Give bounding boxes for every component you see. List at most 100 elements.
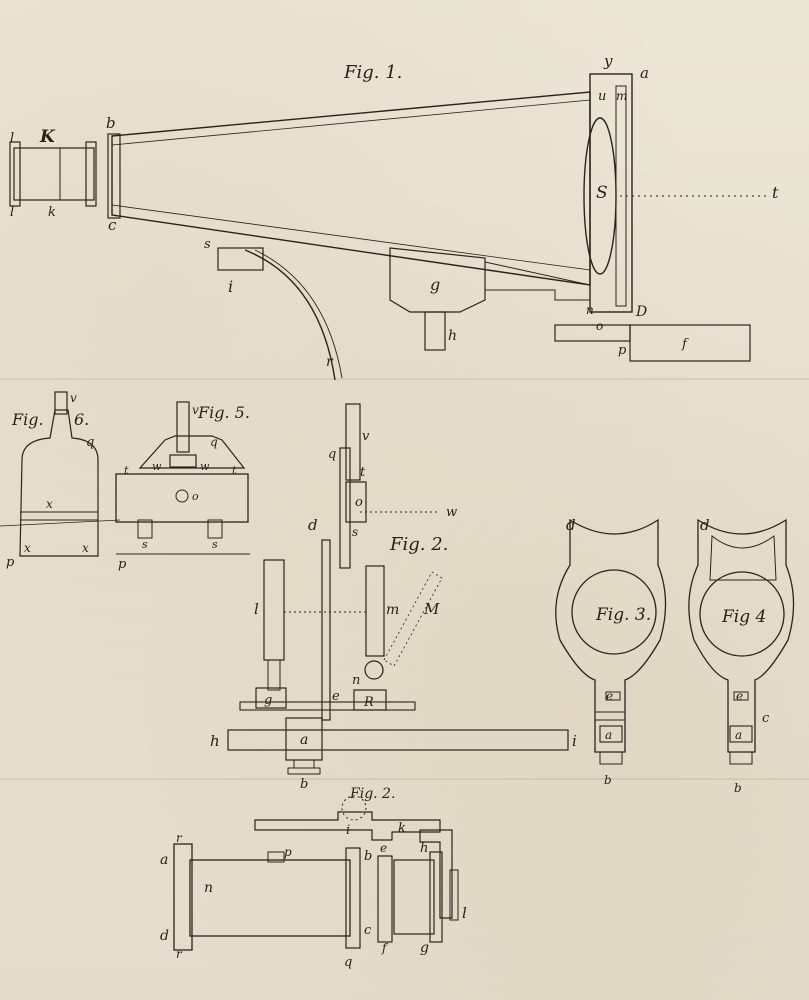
- fig2-label-h: h: [210, 732, 220, 750]
- fig2-label-n: n: [352, 673, 360, 688]
- fig5-label-t: t: [124, 464, 129, 477]
- fold-line-horizontal-lower: [0, 778, 809, 780]
- fig2-label-b: b: [300, 777, 308, 792]
- fig5-label-o: o: [192, 490, 199, 503]
- fig2-lower-label-i: i: [346, 823, 350, 838]
- fig1-label-D: D: [635, 304, 647, 320]
- fig2-lower-label-p: p: [284, 845, 292, 859]
- figure-3: Fig. 3. d e a b: [555, 516, 667, 787]
- fig2-lower-label-b: b: [364, 849, 372, 864]
- fig2-label-M: M: [423, 600, 440, 618]
- fig3-label-b: b: [604, 773, 612, 787]
- fig5-label-q: q: [210, 435, 218, 449]
- fig1-eyepiece: [9, 141, 97, 207]
- fig2-label-o: o: [355, 495, 363, 510]
- fig1-label-c: c: [108, 216, 117, 234]
- fig2-label-a: a: [300, 732, 308, 748]
- fig4-label-e: e: [736, 689, 743, 703]
- fig5-label-t-right: t: [232, 464, 237, 477]
- fig6-caption: Fig.: [11, 410, 44, 429]
- fig1-label-l-lower: l: [10, 205, 14, 220]
- fig4-label-b: b: [734, 781, 742, 795]
- fig2-lower-label-h: h: [420, 841, 428, 856]
- fig1-label-K: K: [39, 127, 56, 147]
- fig2-lower-label-l: l: [462, 904, 467, 922]
- fig2-label-t: t: [360, 465, 366, 480]
- figure-6: Fig. 6. v q x x x p: [0, 391, 121, 570]
- fig4-label-c: c: [762, 711, 770, 726]
- figure-1: Fig. 1. K l l k b c y a u m S t s i g h …: [9, 52, 779, 381]
- figure-5: Fig. 5. v q w w t t o s s p: [115, 401, 250, 572]
- fig6-label-x: x: [46, 497, 53, 511]
- fig2-label-e: e: [332, 689, 340, 704]
- fig2-label-v: v: [362, 429, 370, 444]
- fig5-label-p: p: [118, 557, 127, 572]
- fig6-label-v: v: [70, 391, 77, 405]
- fold-line-horizontal: [0, 378, 809, 380]
- fig3-label-e: e: [606, 689, 613, 703]
- fig1-label-f: f: [681, 337, 689, 352]
- fig2-label-w: w: [446, 505, 457, 520]
- fig1-label-S: S: [596, 183, 608, 203]
- fig1-label-m: m: [616, 89, 627, 103]
- fig1-label-b: b: [106, 114, 116, 132]
- fig2-lower-label-d: d: [160, 928, 169, 944]
- fig2-label-l: l: [254, 600, 259, 618]
- fig2-label-g: g: [264, 693, 272, 708]
- fig1-label-k: k: [48, 205, 56, 220]
- fig3-label-a: a: [605, 728, 612, 742]
- fig2-label-R: R: [363, 695, 374, 710]
- fig1-label-o: o: [596, 319, 603, 333]
- fig4-label-d: d: [700, 516, 710, 534]
- fig5-label-v: v: [192, 403, 199, 417]
- fig5-label-w-right: w: [200, 460, 210, 473]
- figure-2-lower: Fig. 2. r r a d n p i k b c e f h g q l: [160, 786, 467, 970]
- fig1-label-a: a: [640, 64, 649, 82]
- fig5-label-s: s: [142, 538, 148, 551]
- fig2-label-s: s: [352, 525, 358, 539]
- fig1-label-i: i: [228, 277, 233, 296]
- figure-4: Fig 4 d e c a b: [688, 516, 795, 795]
- fig6-label-p: p: [6, 555, 15, 570]
- fig3-label-d: d: [566, 516, 576, 534]
- fig2-lower-label-c: c: [364, 923, 372, 938]
- fig5-label-s-right: s: [212, 538, 218, 551]
- fig2-lower-label-r-lower: r: [176, 947, 183, 961]
- fig1-label-g: g: [430, 275, 440, 294]
- fig3-caption: Fig. 3.: [595, 605, 651, 625]
- fig4-label-a: a: [735, 728, 742, 742]
- fig2-lower-label-q: q: [344, 955, 352, 970]
- fig2-lower-caption: Fig. 2.: [349, 786, 395, 802]
- fig1-label-h: h: [448, 328, 457, 344]
- fig4-caption: Fig 4: [721, 607, 766, 627]
- fig1-label-n: n: [586, 303, 594, 317]
- fig2-label-m: m: [386, 602, 399, 618]
- fig5-label-w: w: [152, 460, 162, 473]
- fig1-label-t: t: [772, 183, 779, 202]
- fig6-label-q: q: [86, 435, 94, 450]
- fig6-label-x-right: x: [82, 541, 89, 555]
- fig1-caption: Fig. 1.: [343, 62, 402, 83]
- fig1-label-u: u: [598, 89, 606, 104]
- fig5-caption: Fig. 5.: [197, 403, 250, 422]
- fig1-cone-body: [107, 73, 770, 381]
- figure-2-stand: Fig. 2. v q t o w d s l m M n e g R h a …: [210, 403, 577, 792]
- fig2-label-i: i: [572, 732, 577, 750]
- fig2-lower-label-r: r: [176, 831, 183, 845]
- fig2-lower-label-a: a: [160, 852, 168, 868]
- fig2-lower-label-n: n: [204, 880, 213, 896]
- fig2-label-q: q: [328, 447, 336, 462]
- fig1-label-s: s: [204, 237, 211, 252]
- fig2-lower-label-f: f: [381, 941, 389, 955]
- fig2-lower-label-k: k: [398, 821, 406, 836]
- fig1-label-r: r: [326, 354, 334, 370]
- fig6-label-x-left: x: [24, 541, 31, 555]
- fig2-caption: Fig. 2.: [389, 534, 448, 555]
- fig6-caption-number: 6.: [74, 410, 89, 429]
- fig1-label-y: y: [603, 52, 613, 70]
- fig2-lower-label-e: e: [380, 841, 387, 855]
- fig1-label-p: p: [618, 343, 627, 358]
- fig2-lower-label-g: g: [420, 940, 429, 956]
